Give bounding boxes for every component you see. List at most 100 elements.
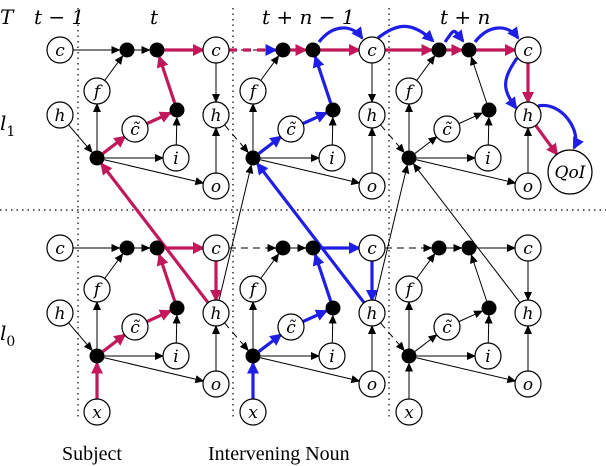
cell-l1-col1-edge-f-forget	[260, 55, 280, 81]
svg-text:h: h	[523, 106, 534, 126]
svg-text:h: h	[55, 304, 66, 324]
cell-l1-col1-edge-i-inmult	[328, 116, 337, 146]
svg-text:h: h	[211, 304, 222, 324]
blue-c-h-col2-curve	[504, 57, 519, 110]
cell-l0-col1-x-node: x	[239, 398, 267, 426]
svg-text:h: h	[55, 106, 66, 126]
cell-l0-col2-o-node: o	[514, 370, 542, 398]
svg-text:i: i	[173, 149, 178, 169]
cell-l0-col2-i-node: i	[474, 342, 502, 370]
svg-text:c: c	[367, 41, 377, 61]
cell-l1-col0-concat-dot	[89, 150, 105, 166]
cell-l0-col2-input-mult-dot	[481, 300, 497, 316]
svg-text:i: i	[485, 149, 490, 169]
header-time-2: t + n − 1	[262, 5, 355, 29]
header-T: T	[0, 5, 15, 29]
cell-l0-col0-h-node: h	[202, 299, 230, 327]
svg-text:c: c	[55, 239, 65, 259]
cell-l0-col0-edge-i-inmult	[172, 314, 181, 344]
cell-l0-col1-o-node: o	[358, 370, 386, 398]
svg-text:c: c	[523, 239, 533, 259]
cell-l1-col0-forget-mult-dot	[119, 42, 135, 58]
blue-h-qoi-curve	[537, 103, 584, 150]
cell-l0-col2-edge-concat-o	[416, 357, 517, 384]
cell-l1-col0-c-node: c	[202, 36, 230, 64]
cell-l0-col1-input-mult-dot	[325, 300, 341, 316]
cell-l1-col1-f-node: f	[239, 77, 267, 105]
svg-text:f: f	[248, 82, 259, 102]
svg-text:f: f	[404, 280, 415, 300]
cell-l1-col2-edge-concat-ctilde	[414, 136, 438, 154]
cell-l0-col2-edge-i-inmult	[484, 314, 493, 344]
red-ctilde-mult-l1	[146, 111, 172, 126]
cell-l1-col0-i-node: i	[162, 144, 190, 172]
cell-l0-col0-c-node: c	[202, 234, 230, 262]
cell-l0-col2-c-node: c	[514, 234, 542, 262]
svg-text:f: f	[248, 280, 259, 300]
svg-text:QoI: QoI	[555, 163, 586, 183]
cell-l0-col2-edge-concat-ctilde	[414, 334, 438, 352]
red-mult-sum-l0	[156, 253, 177, 302]
cell-l0-col2-x-node: x	[395, 398, 423, 426]
cell-l0-col0-input-mult-dot	[169, 300, 185, 316]
cell-l1-col0-c-prev-node: c	[46, 36, 74, 64]
cell-l1-col2-concat-dot	[401, 150, 417, 166]
cell-l0-col0-c-prev-node: c	[46, 234, 74, 262]
svg-text:f: f	[92, 82, 103, 102]
svg-text:c: c	[523, 41, 533, 61]
cell-l1-col2-forget-mult-dot	[431, 42, 447, 58]
cell-l1-col2-h-node: h	[514, 101, 542, 129]
blue-mult-sum-l0	[312, 253, 333, 302]
captions: Subject Intervening Noun	[62, 443, 350, 465]
red-h-up-l1	[100, 162, 210, 304]
header: T t − 1 t t + n − 1 t + n	[0, 5, 490, 29]
cell-l0-col0-sum-dot	[149, 240, 165, 256]
cell-l1-col1-sum-dot	[305, 42, 321, 58]
svg-text:c̃: c̃	[442, 120, 452, 140]
red-concat-ctilde-l0	[101, 333, 127, 353]
cell-l0-col0-i-node: i	[162, 342, 190, 370]
blue-ctilde-mult-l0	[302, 309, 328, 324]
cell-l0-col0-forget-mult-dot	[119, 240, 135, 256]
svg-text:x: x	[404, 403, 414, 423]
svg-text:h: h	[367, 304, 378, 324]
cell-l1-col1-edge-concat-o	[260, 159, 361, 186]
cell-l0-col0-edge-hprev-concat	[68, 322, 93, 352]
header-time-3: t + n	[440, 5, 490, 29]
cell-l0-col1-edge-i-inmult	[328, 314, 337, 344]
cell-l0-col2-edge-h-up	[412, 163, 521, 303]
cell-l0-col2-f-node: f	[395, 275, 423, 303]
cell-l1-col2-f-node: f	[395, 77, 423, 105]
svg-text:c: c	[211, 239, 221, 259]
cell-l0-col1-edge-f-forget	[260, 253, 280, 279]
cell-l0-col0-edge-h-up	[218, 164, 254, 301]
cell-l0-col1-forget-mult-dot	[275, 240, 291, 256]
cell-l0-col1-ctilde-node: c̃	[277, 313, 305, 341]
cell-l0-col1-edge-concat-o	[260, 357, 361, 384]
blue-concat-ctilde-l0	[257, 333, 283, 353]
red-h-qoi	[534, 124, 559, 156]
cell-l1-col1-i-node: i	[318, 144, 346, 172]
cell-l1-col2-edge-inmult-sum	[470, 56, 488, 104]
cell-l1-col0-edge-h-next	[224, 124, 249, 154]
svg-text:c̃: c̃	[286, 120, 296, 140]
blue-forget-sum-col2-curve	[443, 29, 465, 43]
blue-h-up-l1	[256, 162, 366, 304]
cell-l1-col1-forget-mult-dot	[275, 42, 291, 58]
svg-text:h: h	[211, 106, 222, 126]
svg-text:c: c	[367, 239, 377, 259]
svg-text:c: c	[55, 41, 65, 61]
cell-l0-col1-edge-h-up	[374, 164, 410, 301]
cell-l0-col2-ctilde-node: c̃	[433, 313, 461, 341]
cell-l0-col0-o-node: o	[202, 370, 230, 398]
svg-text:i: i	[329, 149, 334, 169]
svg-text:o: o	[367, 375, 377, 395]
red-mult-sum-l1	[156, 55, 177, 104]
cell-l0-col0-edge-f-forget	[104, 253, 124, 279]
cell-l1-col1-c-node: c	[358, 36, 386, 64]
cell-l1-col1-edge-h-next	[380, 124, 405, 154]
cell-l0-col1-h-node: h	[358, 299, 386, 327]
blue-sum-c-col1-curve	[317, 26, 364, 44]
svg-text:f: f	[92, 280, 103, 300]
cell-l0-col0-edge-h-next	[224, 322, 249, 352]
